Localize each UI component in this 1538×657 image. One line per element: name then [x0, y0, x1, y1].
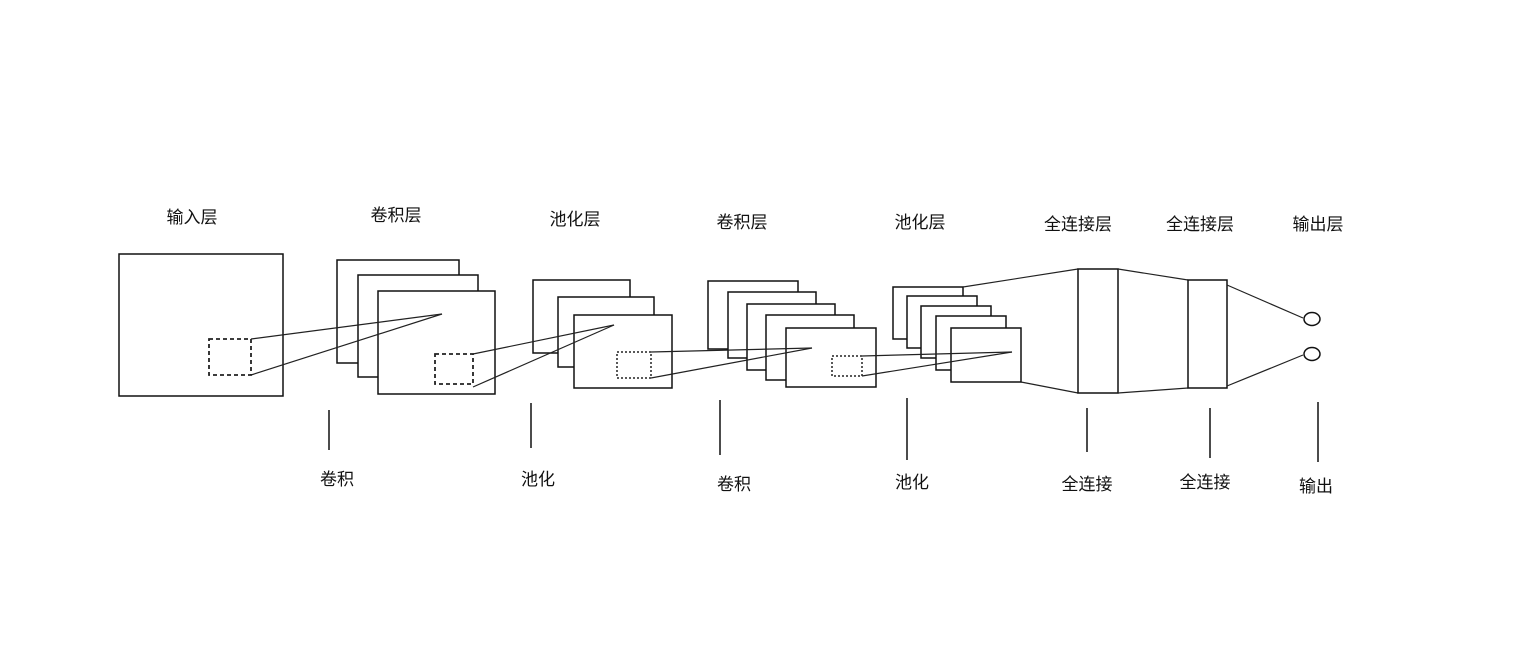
connector-pool1-conv2-bottom — [650, 347, 813, 379]
input-layer-block — [118, 253, 284, 397]
label-output-layer: 输出层 — [1293, 215, 1344, 235]
conv2-map-5 — [785, 327, 877, 388]
op-label-conv1: 卷积 — [320, 470, 354, 490]
pool2-stack — [892, 286, 1022, 383]
op-label-pool2: 池化 — [895, 473, 929, 493]
output-node-2 — [1303, 346, 1321, 362]
connector-fc2-output-bottom — [1226, 354, 1304, 387]
label-input-layer: 输入层 — [167, 208, 218, 228]
pool1-stack — [532, 279, 673, 389]
fc2-layer-block — [1187, 279, 1228, 389]
conv1-stack — [336, 259, 496, 395]
label-fc-layer-2: 全连接层 — [1166, 215, 1234, 235]
output-node-1 — [1303, 311, 1321, 327]
label-pool-layer-2: 池化层 — [895, 213, 946, 233]
input-feature-map — [118, 253, 284, 397]
connector-input-conv1-bottom — [250, 313, 443, 376]
conv2-stack — [707, 280, 877, 388]
label-fc-layer-1: 全连接层 — [1044, 215, 1112, 235]
pool1-receptive-field — [616, 351, 652, 379]
pool2-map-5 — [950, 327, 1022, 383]
connector-conv1-pool1-top — [472, 324, 615, 355]
connector-conv2-pool2-top — [861, 351, 1013, 357]
label-conv-layer-1: 卷积层 — [371, 206, 422, 226]
conv1-receptive-field — [434, 353, 474, 385]
connector-pool2-fc1-top — [962, 268, 1079, 288]
op-label-conv2: 卷积 — [717, 475, 751, 495]
connector-conv2-pool2-bottom — [861, 351, 1013, 377]
connector-input-conv1-top — [250, 313, 443, 340]
connector-pool2-fc1-bottom — [1020, 381, 1079, 394]
connector-fc1-fc2-bottom — [1117, 387, 1189, 394]
connector-fc1-fc2-top — [1117, 268, 1189, 281]
fc1-layer-block — [1077, 268, 1119, 394]
op-label-fc1: 全连接 — [1062, 475, 1113, 495]
input-receptive-field — [208, 338, 252, 376]
op-label-fc2: 全连接 — [1180, 473, 1231, 493]
connector-pool1-conv2-top — [650, 347, 813, 353]
connector-fc2-output-top — [1226, 284, 1304, 319]
op-label-output: 输出 — [1299, 477, 1333, 497]
connector-conv1-pool1-bottom — [472, 324, 615, 388]
conv1-map-3 — [377, 290, 496, 395]
label-pool-layer-1: 池化层 — [550, 210, 601, 230]
label-conv-layer-2: 卷积层 — [717, 213, 768, 233]
op-label-pool1: 池化 — [521, 470, 555, 490]
conv2-receptive-field — [831, 355, 863, 377]
